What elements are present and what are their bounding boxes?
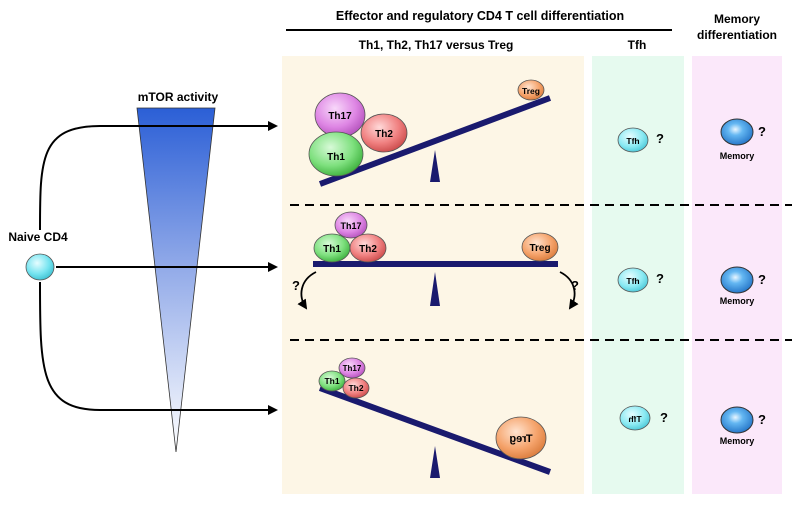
tfh-label: Tfh [626, 136, 639, 146]
seesaw-row-2: Th17 Th1 Th2 Treg ? ? [292, 211, 579, 310]
th17-label: Th17 [340, 221, 361, 231]
th2-cell [360, 113, 408, 153]
question-mark: ? [656, 271, 664, 286]
th1-cell [318, 370, 346, 392]
tfh-cell [619, 405, 651, 431]
memory-cell [720, 118, 754, 146]
tfh-label-mirrored: Tfh [628, 414, 641, 424]
memory-label: Memory [720, 151, 755, 161]
tfh-column-title: Tfh [628, 38, 647, 52]
memory-cell [720, 266, 754, 294]
naive-cd4-cell [25, 253, 55, 281]
question-mark: ? [571, 278, 579, 293]
arrow-to-high-mtor [39, 121, 278, 231]
seesaw-fulcrum [430, 150, 440, 182]
th2-label: Th2 [348, 383, 363, 393]
tilt-right-arrow [559, 271, 579, 310]
treg-cell [495, 416, 547, 460]
tfh-row-2: Tfh ? [617, 267, 664, 293]
tfh-row-1: Tfh ? [617, 127, 664, 153]
treg-cell [521, 232, 559, 262]
question-mark: ? [292, 278, 300, 293]
effector-column-title: Th1, Th2, Th17 versus Treg [359, 38, 514, 52]
seesaw-beam [318, 95, 552, 187]
seesaw-row-3: Th17 Th1 Th2 Treg [318, 357, 552, 478]
tfh-cell [617, 127, 649, 153]
memory-cell [720, 406, 754, 434]
mtor-label: mTOR activity [138, 90, 219, 104]
th1-cell [308, 131, 364, 177]
naive-cd4-label: Naive CD4 [8, 230, 68, 244]
tfh-label: Tfh [626, 276, 639, 286]
treg-cell [517, 79, 545, 101]
th2-cell [349, 233, 387, 263]
th1-label: Th1 [324, 376, 339, 386]
memory-label: Memory [720, 436, 755, 446]
question-mark: ? [758, 124, 766, 139]
th17-cell [334, 211, 368, 239]
mtor-wedge [136, 107, 216, 453]
tilt-left-arrow [297, 271, 317, 310]
memory-column-title-line1: Memory [714, 12, 760, 26]
th17-label: Th17 [328, 111, 352, 122]
arrow-to-low-mtor [39, 281, 278, 415]
memory-row-1: ? Memory [720, 118, 766, 161]
seesaw-row-1: Th17 Th2 Th1 Treg [308, 79, 552, 187]
tfh-cell [617, 267, 649, 293]
th2-label: Th2 [375, 129, 393, 140]
treg-label: Treg [529, 243, 550, 254]
main-title: Effector and regulatory CD4 T cell diffe… [336, 9, 624, 23]
th2-cell [342, 377, 370, 399]
memory-column-title-line2: differentiation [697, 28, 777, 42]
treg-label: Treg [522, 86, 540, 96]
question-mark: ? [758, 412, 766, 427]
question-mark: ? [656, 131, 664, 146]
question-mark: ? [758, 272, 766, 287]
tfh-row-3: Tfh ? [619, 405, 668, 431]
th17-cell [338, 357, 366, 379]
memory-row-2: ? Memory [720, 266, 766, 306]
th17-label: Th17 [343, 364, 362, 373]
seesaw-fulcrum [430, 446, 440, 478]
memory-row-3: ? Memory [720, 406, 766, 446]
th1-label: Th1 [323, 244, 341, 255]
seesaw-fulcrum [430, 272, 440, 306]
seesaw-beam [318, 385, 552, 475]
th1-label: Th1 [327, 152, 345, 163]
question-mark: ? [660, 410, 668, 425]
treg-label-mirrored: Treg [509, 433, 532, 445]
memory-label: Memory [720, 296, 755, 306]
th2-label: Th2 [359, 244, 377, 255]
